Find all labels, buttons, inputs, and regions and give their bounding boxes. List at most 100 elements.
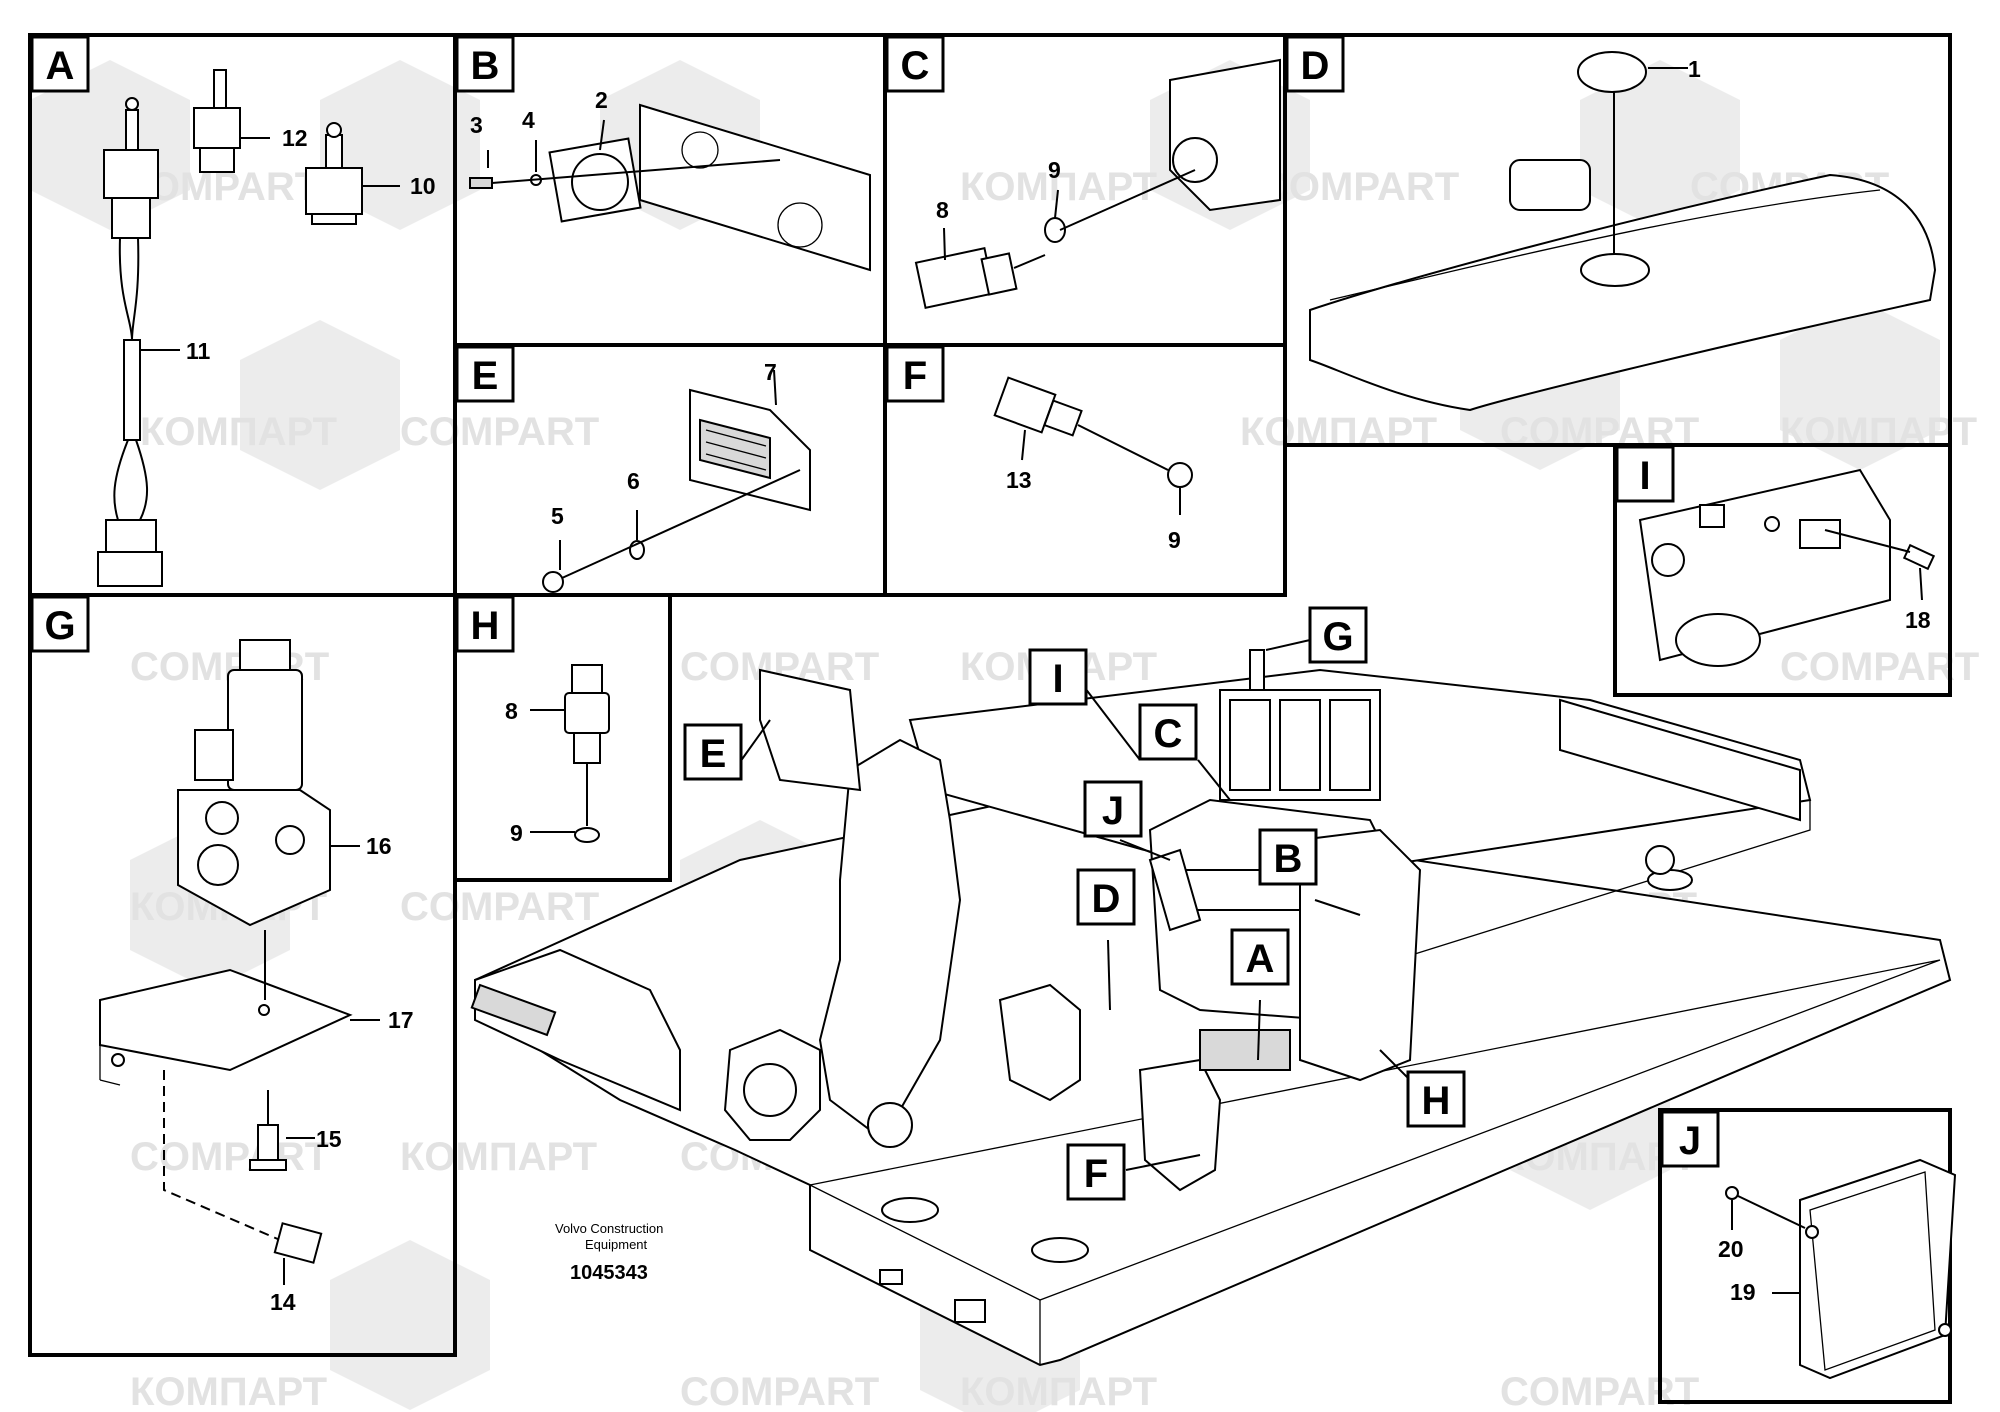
callout-g-box	[1308, 606, 1368, 664]
watermark-text: КОМПАРТ	[1240, 410, 1437, 454]
watermark-text: COMPART	[400, 885, 599, 929]
panel-label-f: F	[885, 345, 945, 403]
callout-e-letter: E	[700, 732, 727, 776]
callout-d-letter: D	[1092, 877, 1121, 921]
maker-line-2: Equipment	[585, 1237, 648, 1252]
panel-label-e-letter: E	[472, 354, 499, 398]
part-number-label: 19	[1730, 1279, 1756, 1305]
panel-label-g-box	[30, 595, 90, 653]
watermark-text: КОМПАРТ	[130, 1370, 327, 1412]
watermark-text: COMPART	[1260, 165, 1459, 209]
panel-label-g: G	[30, 595, 90, 653]
callout-h: H	[1406, 1070, 1466, 1128]
callout-i: I	[1028, 648, 1088, 706]
panel-label-a-letter: A	[46, 44, 75, 88]
callout-b-box	[1258, 828, 1318, 886]
callout-c-letter: C	[1154, 712, 1183, 756]
callout-a: A	[1230, 928, 1290, 986]
part-number-label: 13	[1006, 467, 1032, 493]
watermark-text: COMPART	[1780, 645, 1979, 689]
panel-label-c-box	[885, 35, 945, 93]
panel-f	[993, 376, 1193, 515]
main-assembly	[470, 649, 1952, 1367]
part-number-label: 9	[1048, 157, 1061, 183]
panel-c	[914, 58, 1281, 309]
callout-c-box	[1138, 703, 1198, 761]
panel-label-i-box	[1615, 445, 1675, 503]
panel-a	[97, 69, 400, 587]
panel-label-j: J	[1660, 1110, 1720, 1168]
callout-j-letter: J	[1102, 789, 1124, 833]
part-number-label: 16	[366, 833, 392, 859]
part-number-label: 14	[270, 1289, 296, 1315]
callout-leaders	[739, 639, 1411, 1171]
callout-d-box	[1076, 868, 1136, 926]
panel-h	[530, 664, 610, 843]
part-number-label: 5	[551, 503, 564, 529]
drawing-caption: Volvo Construction Equipment 1045343	[555, 1221, 663, 1284]
callout-h-letter: H	[1422, 1079, 1451, 1123]
panel-label-a: A	[30, 35, 90, 93]
part-number-label: 8	[505, 698, 518, 724]
panel-e	[542, 369, 811, 593]
panel-label-b-letter: B	[471, 44, 500, 88]
callout-f-letter: F	[1084, 1152, 1108, 1196]
panel-b	[469, 103, 871, 272]
callout-e: E	[683, 723, 743, 781]
panel-label-j-letter: J	[1679, 1119, 1701, 1163]
part-number-label: 20	[1718, 1236, 1744, 1262]
panel-label-e: E	[455, 345, 515, 403]
panel-label-c: C	[885, 35, 945, 93]
watermark-text: COMPART	[130, 1135, 329, 1179]
part-number-label: 9	[510, 820, 523, 846]
callout-g-letter: G	[1322, 615, 1353, 659]
panel-g	[99, 639, 380, 1285]
part-number-label: 10	[410, 173, 436, 199]
panel-label-f-letter: F	[903, 354, 927, 398]
watermark-text: КОМПАРТ	[960, 1370, 1157, 1412]
panel-d	[1309, 51, 1937, 412]
panel-label-j-box	[1660, 1110, 1720, 1168]
callout-f: F	[1066, 1143, 1126, 1201]
callout-i-letter: I	[1052, 657, 1063, 701]
panel-label-c-letter: C	[901, 44, 930, 88]
panel-label-d: D	[1285, 35, 1345, 93]
panel-label-b: B	[455, 35, 515, 93]
drawing-number: 1045343	[570, 1262, 648, 1284]
part-number-label: 9	[1168, 527, 1181, 553]
part-number-label: 2	[595, 87, 608, 113]
watermark-text: COMPART	[1500, 1370, 1699, 1412]
callout-b: B	[1258, 828, 1318, 886]
part-number-label: 12	[282, 125, 308, 151]
panel-label-e-box	[455, 345, 515, 403]
part-number-label: 1	[1688, 56, 1701, 82]
callout-g: G	[1308, 606, 1368, 664]
panel-label-i-letter: I	[1639, 454, 1650, 498]
part-number-label: 6	[627, 468, 640, 494]
panel-label-a-box	[30, 35, 90, 93]
part-number-label: 8	[936, 197, 949, 223]
panel-label-b-box	[455, 35, 515, 93]
callout-a-box	[1230, 928, 1290, 986]
panel-label-i: I	[1615, 445, 1675, 503]
callout-j: J	[1083, 780, 1143, 838]
watermark-text: COMPART	[680, 1370, 879, 1412]
part-number-label: 18	[1905, 607, 1931, 633]
watermark-text: КОМПАРТ	[140, 410, 337, 454]
panel-label-g-letter: G	[44, 604, 75, 648]
part-number-label: 3	[470, 112, 483, 138]
callout-a-letter: A	[1246, 937, 1275, 981]
panel-j	[1725, 1158, 1957, 1380]
panel-label-h-box	[455, 595, 515, 653]
callout-c: C	[1138, 703, 1198, 761]
callout-i-box	[1028, 648, 1088, 706]
panel-frames	[28, 33, 1952, 1404]
panel-label-h-letter: H	[471, 604, 500, 648]
callout-e-box	[683, 723, 743, 781]
panel-label-d-letter: D	[1301, 44, 1330, 88]
watermark-text: COMPART	[400, 410, 599, 454]
callout-j-box	[1083, 780, 1143, 838]
watermark-text: КОМПАРТ	[400, 1135, 597, 1179]
